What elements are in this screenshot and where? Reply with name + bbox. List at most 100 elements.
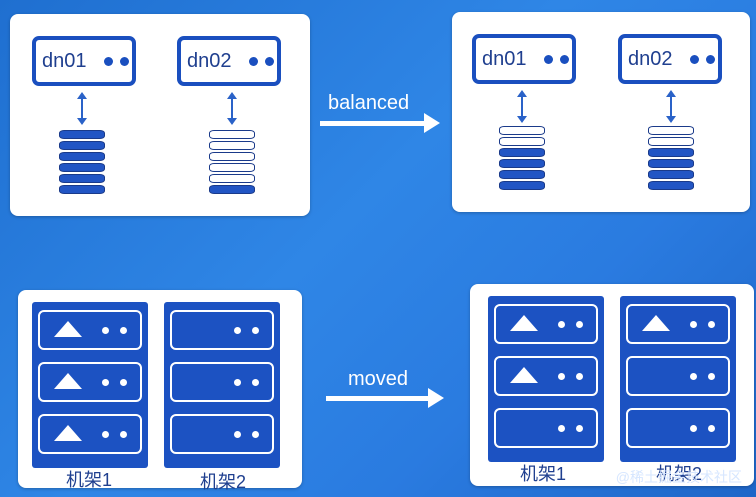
status-dot-icon (708, 373, 715, 380)
disk-stack-icon (648, 126, 694, 196)
status-dot-icon (120, 379, 127, 386)
status-dot-icon (576, 373, 583, 380)
link-line (670, 96, 672, 118)
panel-after-move: 机架1 机架2 (470, 284, 754, 486)
arrow-up-icon (517, 90, 527, 97)
server-unit (38, 310, 142, 350)
disk-slice (499, 137, 545, 146)
status-dot-icon (234, 379, 241, 386)
arrow-right-icon (428, 388, 444, 408)
balanced-arrow (320, 121, 426, 126)
rack-1 (488, 296, 604, 462)
datanode-dn01: dn01 (32, 36, 136, 86)
balanced-label: balanced (328, 92, 410, 114)
server-unit (170, 414, 274, 454)
status-dot-icon (252, 327, 259, 334)
node-label: dn02 (628, 48, 673, 70)
disk-slice (499, 181, 545, 190)
datanode-dn01: dn01 (472, 34, 576, 84)
data-block-triangle-icon (54, 373, 82, 389)
status-dot-icon (576, 321, 583, 328)
status-dot-icon (120, 57, 129, 66)
disk-slice (499, 148, 545, 157)
server-unit (494, 408, 598, 448)
panel-after-balance: dn01 dn02 (452, 12, 750, 212)
arrow-up-icon (77, 92, 87, 99)
node-label: dn01 (482, 48, 527, 70)
arrow-up-icon (227, 92, 237, 99)
disk-slice (209, 130, 255, 139)
status-dot-icon (234, 327, 241, 334)
status-dot-icon (558, 321, 565, 328)
disk-stack-icon (209, 130, 255, 200)
disk-slice (648, 170, 694, 179)
rack-label: 机架1 (520, 464, 567, 484)
panel-before-balance: dn01 dn02 (10, 14, 310, 216)
arrow-right-icon (424, 113, 440, 133)
disk-slice (648, 181, 694, 190)
disk-slice (59, 152, 105, 161)
status-dot-icon (690, 55, 699, 64)
disk-slice (209, 141, 255, 150)
datanode-dn02: dn02 (177, 36, 281, 86)
status-dot-icon (560, 55, 569, 64)
disk-slice (499, 126, 545, 135)
arrow-down-icon (517, 116, 527, 123)
status-dot-icon (104, 57, 113, 66)
disk-slice (648, 137, 694, 146)
rack-2 (164, 302, 280, 468)
status-dot-icon (708, 425, 715, 432)
moved-label: moved (348, 368, 409, 390)
server-unit (626, 356, 730, 396)
node-label: dn01 (42, 50, 87, 72)
status-dot-icon (120, 327, 127, 334)
arrow-down-icon (227, 118, 237, 125)
status-dot-icon (544, 55, 553, 64)
disk-slice (59, 174, 105, 183)
arrow-down-icon (666, 116, 676, 123)
server-unit (626, 304, 730, 344)
status-dot-icon (558, 425, 565, 432)
server-unit (170, 310, 274, 350)
status-dot-icon (102, 379, 109, 386)
disk-slice (648, 159, 694, 168)
rack-1 (32, 302, 148, 468)
link-line (231, 98, 233, 120)
status-dot-icon (120, 431, 127, 438)
server-unit (494, 356, 598, 396)
disk-slice (59, 163, 105, 172)
disk-slice (209, 185, 255, 194)
data-block-triangle-icon (510, 315, 538, 331)
disk-stack-icon (499, 126, 545, 196)
status-dot-icon (706, 55, 715, 64)
status-dot-icon (558, 373, 565, 380)
rack-label: 机架2 (200, 472, 247, 492)
arrow-up-icon (666, 90, 676, 97)
status-dot-icon (708, 321, 715, 328)
status-dot-icon (265, 57, 274, 66)
data-block-triangle-icon (54, 425, 82, 441)
server-unit (170, 362, 274, 402)
moved-arrow (326, 396, 430, 401)
disk-slice (209, 152, 255, 161)
disk-stack-icon (59, 130, 105, 200)
status-dot-icon (102, 431, 109, 438)
server-unit (38, 414, 142, 454)
rack-label: 机架2 (656, 464, 703, 484)
disk-slice (59, 130, 105, 139)
disk-slice (648, 126, 694, 135)
status-dot-icon (690, 425, 697, 432)
panel-before-move: 机架1 机架2 (18, 290, 302, 492)
status-dot-icon (576, 425, 583, 432)
disk-slice (59, 141, 105, 150)
disk-slice (209, 174, 255, 183)
watermark: @稀土掘金技术社区 (615, 469, 742, 485)
node-label: dn02 (187, 50, 232, 72)
status-dot-icon (252, 431, 259, 438)
disk-slice (209, 163, 255, 172)
server-unit (626, 408, 730, 448)
datanode-dn02: dn02 (618, 34, 722, 84)
status-dot-icon (234, 431, 241, 438)
server-unit (38, 362, 142, 402)
data-block-triangle-icon (510, 367, 538, 383)
